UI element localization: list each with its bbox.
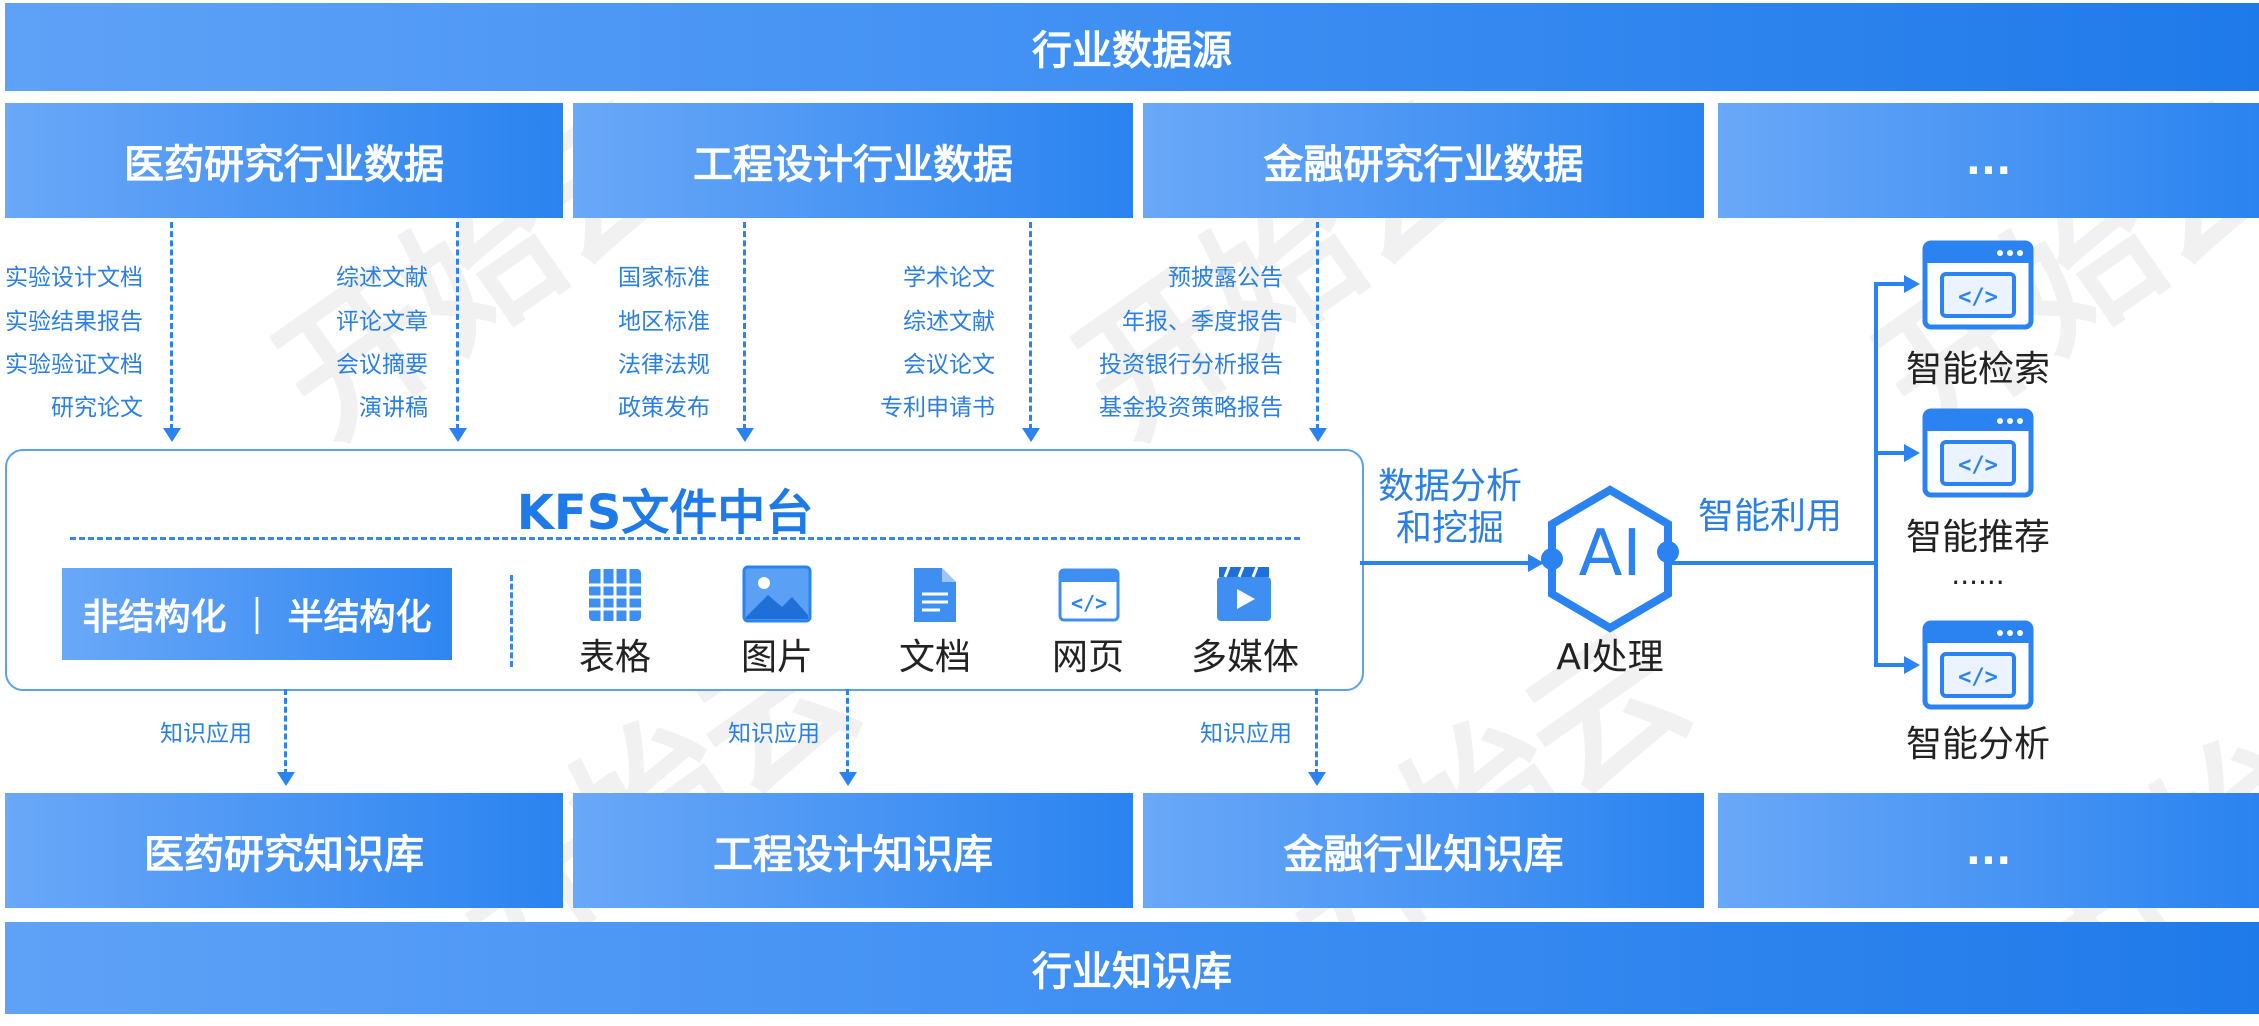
- engineering-right-item: 综述文献: [903, 309, 995, 335]
- engineering-right-item: 专利申请书: [880, 395, 995, 421]
- platform-vertical-divider: [510, 575, 513, 667]
- pharma-right-item: 演讲稿: [359, 395, 428, 421]
- pharma-right-item: 综述文献: [336, 265, 428, 291]
- source-header-finance: 金融研究行业数据: [1143, 103, 1704, 218]
- source-flow-line: [1029, 222, 1032, 430]
- source-header-more: ...: [1718, 103, 2259, 218]
- output-smart-analysis: 智能分析: [1905, 724, 2050, 765]
- engineering-left-item: 政策发布: [618, 395, 710, 421]
- arrow-right-icon: [1528, 554, 1544, 572]
- engineering-right-item: 学术论文: [903, 265, 995, 291]
- kb-header-finance: 金融行业知识库: [1143, 793, 1704, 908]
- pharma-right-item: 会议摘要: [336, 352, 428, 378]
- webpage-icon: </>: [1922, 408, 2034, 498]
- knowledge-flow-line: [1315, 689, 1318, 775]
- platform-to-ai-line: [1360, 561, 1530, 565]
- arrow-down-icon: [736, 428, 754, 442]
- platform-divider: [70, 537, 1300, 540]
- structure-type-badge: 非结构化 ｜ 半结构化: [62, 568, 452, 660]
- pharma-left-item: 实验结果报告: [5, 309, 143, 335]
- source-flow-line: [743, 222, 746, 430]
- arrow-down-icon: [163, 428, 181, 442]
- engineering-left-item: 法律法规: [618, 352, 710, 378]
- data-mining-label: 和挖掘: [1395, 508, 1504, 549]
- ai-to-outputs-line: [1672, 561, 1877, 565]
- output-smart-search: 智能检索: [1905, 349, 2050, 390]
- finance-item: 基金投资策略报告: [1099, 395, 1283, 421]
- finance-item: 预披露公告: [1168, 265, 1283, 291]
- kb-header-pharma: 医药研究知识库: [5, 793, 563, 908]
- engineering-right-item: 会议论文: [903, 352, 995, 378]
- ai-icon-text: AI: [1578, 517, 1642, 591]
- svg-text:</>: </>: [1958, 285, 1998, 310]
- data-analysis-label: 数据分析: [1377, 466, 1522, 507]
- svg-text:</>: </>: [1958, 665, 1998, 690]
- table-icon: [589, 569, 641, 621]
- engineering-left-item: 国家标准: [618, 265, 710, 291]
- ai-processing-icon: [1541, 485, 1679, 633]
- file-type-table-label: 表格: [578, 637, 651, 678]
- arrow-down-icon: [277, 772, 295, 786]
- file-type-document-label: 文档: [898, 637, 971, 678]
- arrow-down-icon: [449, 428, 467, 442]
- svg-text:</>: </>: [1071, 591, 1107, 615]
- arrow-right-icon: [1904, 275, 1920, 293]
- source-flow-line: [1316, 222, 1319, 430]
- outputs-trunk-line: [1874, 282, 1878, 667]
- smart-use-label: 智能利用: [1697, 496, 1842, 537]
- arrow-down-icon: [839, 772, 857, 786]
- webpage-icon: </>: [1922, 620, 2034, 710]
- finance-item: 投资银行分析报告: [1099, 352, 1283, 378]
- arrow-down-icon: [1308, 772, 1326, 786]
- arrow-right-icon: [1904, 656, 1920, 674]
- output-smart-recommend: 智能推荐: [1905, 517, 2050, 558]
- file-type-webpage-label: 网页: [1051, 637, 1124, 678]
- arrow-right-icon: [1904, 444, 1920, 462]
- webpage-icon: </>: [1058, 568, 1120, 622]
- pharma-left-item: 研究论文: [51, 395, 143, 421]
- multimedia-icon: [1217, 566, 1271, 621]
- svg-text:</>: </>: [1958, 453, 1998, 478]
- webpage-icon: </>: [1922, 240, 2034, 330]
- kb-header-engineering: 工程设计知识库: [573, 793, 1133, 908]
- document-icon: [914, 568, 956, 622]
- output-branch-line: [1874, 282, 1906, 286]
- pharma-left-item: 实验验证文档: [5, 352, 143, 378]
- output-ellipsis: ......: [1951, 558, 2005, 591]
- arrow-down-icon: [1309, 428, 1327, 442]
- finance-item: 年报、季度报告: [1122, 309, 1283, 335]
- source-header-engineering: 工程设计行业数据: [573, 103, 1133, 218]
- source-flow-line: [456, 222, 459, 430]
- kfs-platform-title: KFS文件中台: [516, 485, 814, 541]
- industry-data-source-banner: 行业数据源: [5, 3, 2259, 91]
- pharma-left-item: 实验设计文档: [5, 265, 143, 291]
- knowledge-application-label: 知识应用: [1200, 721, 1292, 747]
- pharma-right-item: 评论文章: [336, 309, 428, 335]
- file-type-multimedia-label: 多媒体: [1190, 637, 1299, 678]
- source-header-pharma: 医药研究行业数据: [5, 103, 563, 218]
- file-type-image-label: 图片: [740, 637, 813, 678]
- ai-processing-label: AI处理: [1556, 637, 1664, 678]
- industry-knowledge-base-banner: 行业知识库: [5, 922, 2259, 1014]
- knowledge-application-label: 知识应用: [728, 721, 820, 747]
- arrow-down-icon: [1022, 428, 1040, 442]
- knowledge-flow-line: [284, 689, 287, 775]
- engineering-left-item: 地区标准: [618, 309, 710, 335]
- kb-header-more: ...: [1718, 793, 2259, 908]
- knowledge-flow-line: [846, 689, 849, 775]
- output-branch-line: [1874, 663, 1906, 667]
- image-icon: [742, 565, 812, 623]
- knowledge-application-label: 知识应用: [160, 721, 252, 747]
- output-branch-line: [1874, 451, 1906, 455]
- source-flow-line: [170, 222, 173, 430]
